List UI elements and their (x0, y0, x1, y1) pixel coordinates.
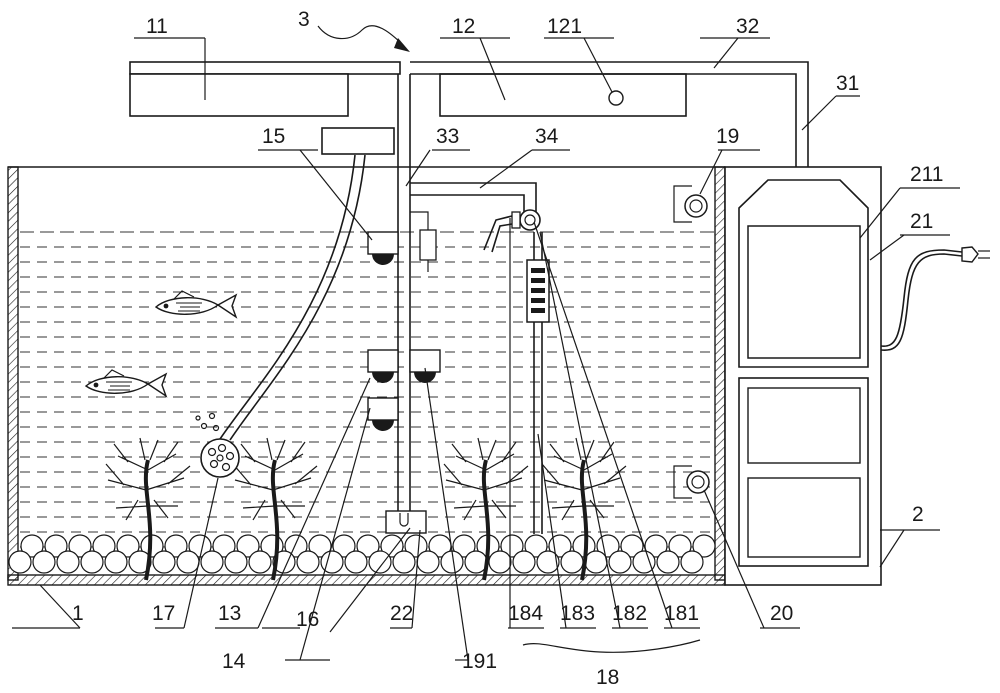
control-cabinet (724, 166, 882, 586)
label-184: 184 (508, 602, 543, 625)
pebble-icon (8, 534, 716, 574)
pump-box (321, 127, 395, 155)
label-183: 183 (560, 602, 595, 625)
label-211: 211 (910, 163, 943, 186)
label-34: 34 (535, 125, 559, 148)
pipe-33 (397, 74, 537, 513)
label-12: 12 (452, 15, 475, 38)
sensor-19 (673, 185, 708, 223)
label-14: 14 (222, 650, 246, 673)
label-182: 182 (612, 602, 647, 625)
reference-numerals: 11 3 12 121 32 31 15 33 34 19 211 21 2 1… (72, 8, 943, 689)
label-2: 2 (912, 503, 924, 526)
housing-12 (439, 73, 687, 117)
label-181: 181 (664, 602, 699, 625)
label-32: 32 (736, 15, 759, 38)
label-17: 17 (152, 602, 175, 625)
leader-lines (12, 37, 960, 661)
air-stone-icon (195, 154, 366, 478)
bottom-fitting-16 (385, 510, 427, 534)
label-33: 33 (436, 125, 459, 148)
housing-11 (129, 61, 401, 117)
arrow-3 (317, 25, 410, 52)
indicator-121 (608, 90, 624, 106)
plug-icon (880, 246, 990, 351)
filter-assembly-18 (483, 209, 550, 534)
light-bulb-icon (367, 231, 441, 431)
label-20: 20 (770, 602, 793, 625)
label-15: 15 (262, 125, 285, 148)
pipe-31-32 (410, 61, 809, 167)
label-13: 13 (218, 602, 241, 625)
label-19: 19 (716, 125, 739, 148)
label-191: 191 (462, 650, 497, 673)
label-11: 11 (146, 15, 168, 38)
label-121: 121 (547, 15, 582, 38)
label-1: 1 (72, 602, 84, 625)
fish-tank (7, 166, 726, 586)
label-21: 21 (910, 210, 933, 233)
label-3: 3 (298, 8, 310, 31)
label-18: 18 (596, 666, 619, 689)
label-16: 16 (296, 608, 319, 631)
heater-22 (410, 211, 437, 272)
sensor-20 (673, 465, 710, 499)
label-31: 31 (836, 72, 859, 95)
label-22: 22 (390, 602, 413, 625)
